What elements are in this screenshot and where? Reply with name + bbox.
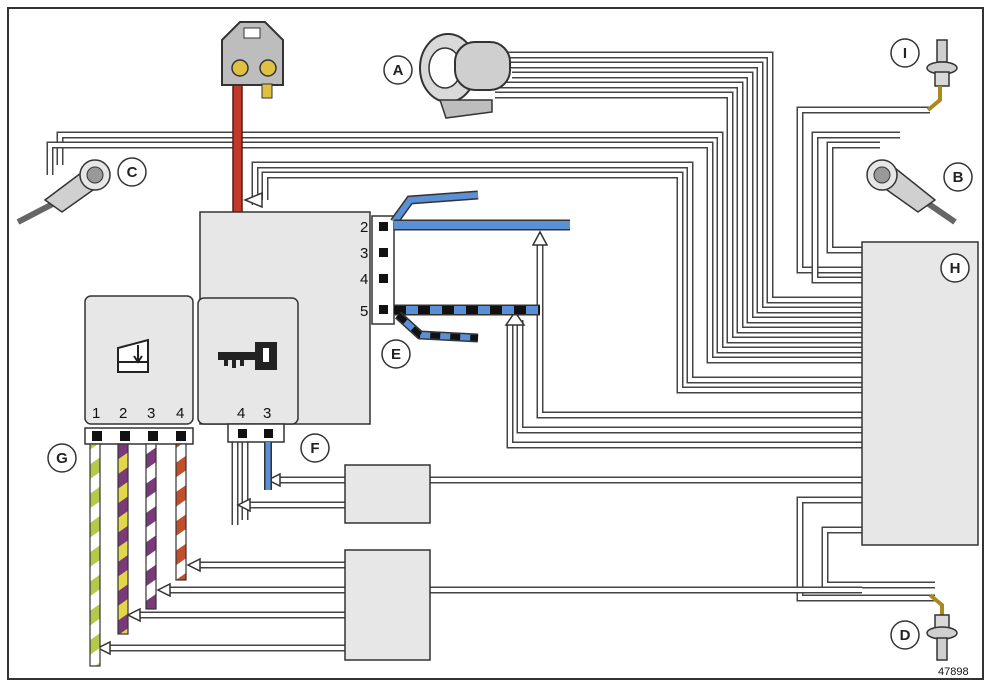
window-lift-icon [117,338,149,373]
wires-sensors-i-b-to-unit-h [796,106,930,284]
label-g: G [56,450,68,467]
wires-siren-to-unit-h [495,51,862,344]
g-pin-2: 2 [119,405,127,422]
relay-pin-2: 2 [360,219,368,236]
wires-module-to-connector-g [96,557,345,656]
relay-pin-numbers: 2 3 4 5 [360,219,368,320]
connector-b-icon [866,159,957,225]
wire-bundles [46,51,935,656]
door-switch-i-icon [926,39,958,112]
label-d: D [900,627,911,644]
wires-sensor-d-to-unit-h [796,496,935,602]
connector-f-pin-numbers: 4 3 [237,405,271,422]
relay-pin-4: 4 [360,271,368,288]
relay-output-wires [390,190,570,343]
wires-unit-h-to-modules [430,476,862,594]
label-h: H [950,260,961,277]
g-pin-4: 4 [176,405,184,422]
label-e: E [391,346,401,363]
label-a: A [393,62,404,79]
label-c: C [127,164,138,181]
component-labels: A B C D E F G H I [47,38,973,650]
door-switch-d-icon [926,593,958,661]
connector-g-pin-numbers: 1 2 3 4 [92,405,184,422]
wires-connector-c-to-unit-h [46,131,862,394]
label-f: F [310,440,319,457]
reference-number: 47898 [938,666,969,678]
key-module-f [197,297,299,490]
wires-unit-h-to-relay [504,230,862,449]
control-unit-h [861,241,979,546]
power-connector [221,21,284,216]
siren-icon [419,33,511,119]
module-box-lower [344,549,431,661]
label-b: B [953,169,964,186]
relay-input-arrow [243,191,263,209]
relay-pin-5: 5 [360,303,368,320]
relay-pin-3: 3 [360,245,368,262]
module-box-upper [344,464,431,524]
g-pin-1: 1 [92,405,100,422]
window-module-g [84,295,194,445]
wires-module-to-connector-f [231,440,345,525]
f-pin-4: 4 [237,405,245,422]
key-icon [218,342,277,370]
connector-c-icon [16,159,111,225]
red-wire [232,84,243,216]
f-pin-3: 3 [263,405,271,422]
label-i: I [903,45,907,62]
connector-g-wires [89,443,187,667]
g-pin-3: 3 [147,405,155,422]
